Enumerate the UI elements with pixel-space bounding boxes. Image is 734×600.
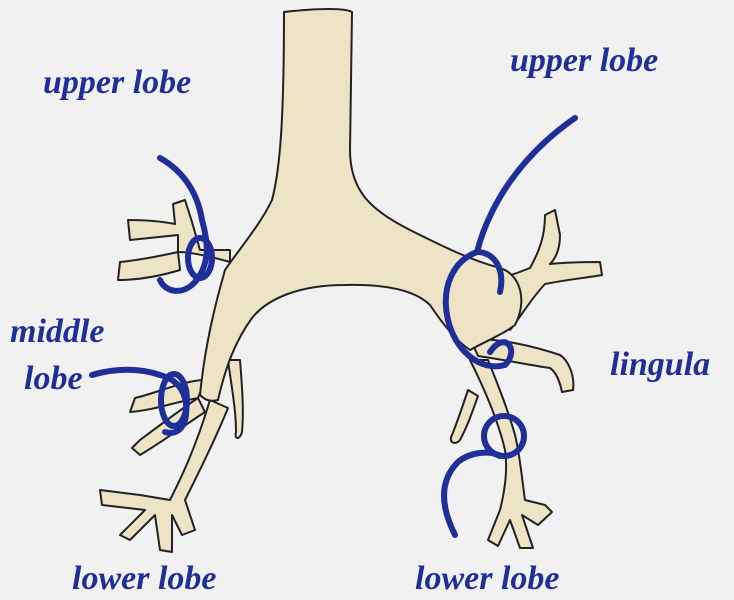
label-left-lower-lobe: lower lobe: [415, 560, 559, 598]
trachea-and-main-bronchi: [200, 9, 521, 401]
label-middle-lobe-line2: lobe: [24, 360, 83, 398]
label-lingula: lingula: [610, 346, 710, 384]
label-middle-lobe-line1: middle: [10, 313, 104, 351]
left-accessory-branch: [451, 390, 478, 443]
left-lower-lobe-marker: [444, 453, 500, 535]
label-left-upper-lobe: upper lobe: [510, 42, 658, 80]
label-right-upper-lobe: upper lobe: [43, 64, 191, 102]
right-upper-lobe-side-branch: [118, 252, 180, 280]
right-accessory-branch: [228, 360, 243, 438]
label-right-lower-lobe: lower lobe: [72, 560, 216, 598]
